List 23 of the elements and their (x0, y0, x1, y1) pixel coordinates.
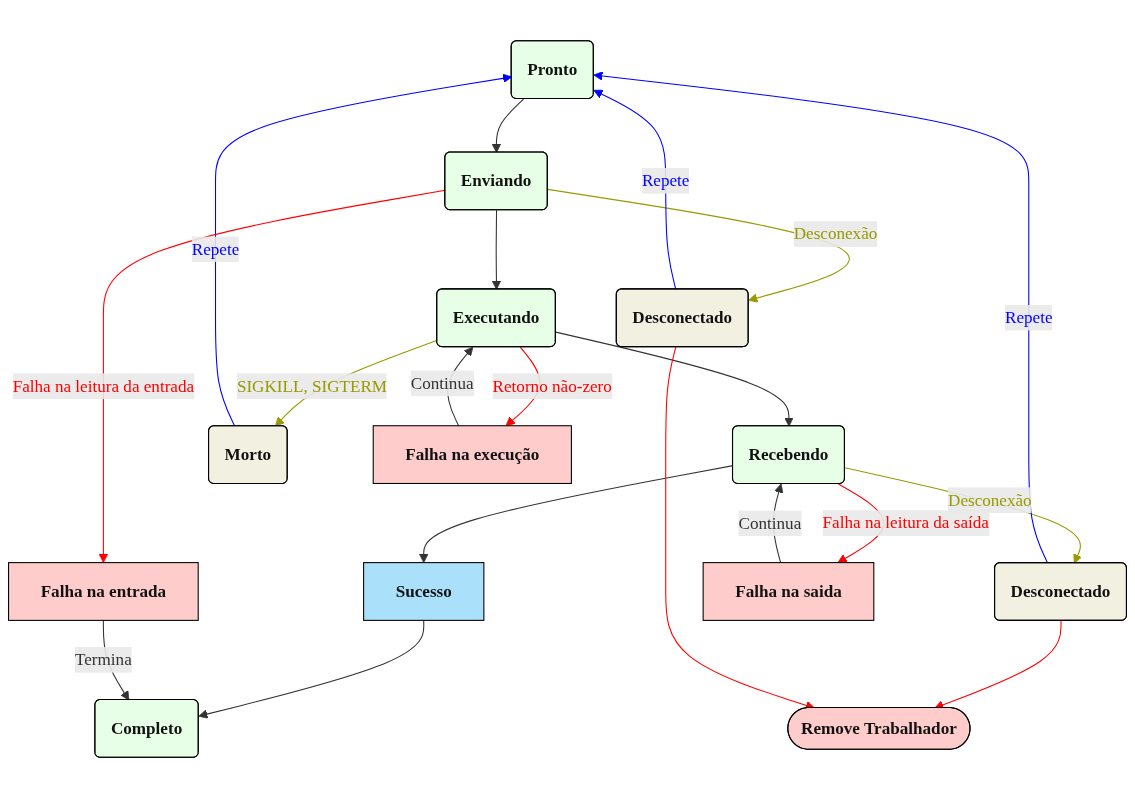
node-box: Sucesso (363, 562, 485, 621)
edge-label: Termina (75, 650, 132, 669)
arrow (555, 331, 794, 427)
edge-label: Repete (191, 239, 240, 258)
node-box: Falha na entrada (8, 562, 199, 621)
node-box: Falha na execução (372, 425, 572, 484)
edge-label: Retorno não-zero (492, 376, 612, 395)
arrow (491, 209, 502, 290)
edge-label: Desconexão (948, 490, 1032, 509)
edge-label: SIGKILL, SIGTERM (236, 376, 388, 395)
arrow (491, 98, 525, 153)
edge-label: Falha na leitura da saída (822, 513, 989, 532)
edge-label: Repete (641, 171, 690, 190)
arrow (593, 89, 677, 290)
edge-label: Repete (1005, 308, 1053, 327)
arrow (547, 188, 850, 303)
arrow (844, 467, 1083, 564)
edge-label: Continua (738, 513, 802, 532)
node-box: Falha na saida (702, 562, 875, 621)
edge-label: Desconexão (793, 224, 878, 243)
arrow (198, 619, 425, 719)
edge-label: Continua (410, 373, 474, 392)
edge-label: Falha na leitura da entrada (12, 376, 195, 395)
